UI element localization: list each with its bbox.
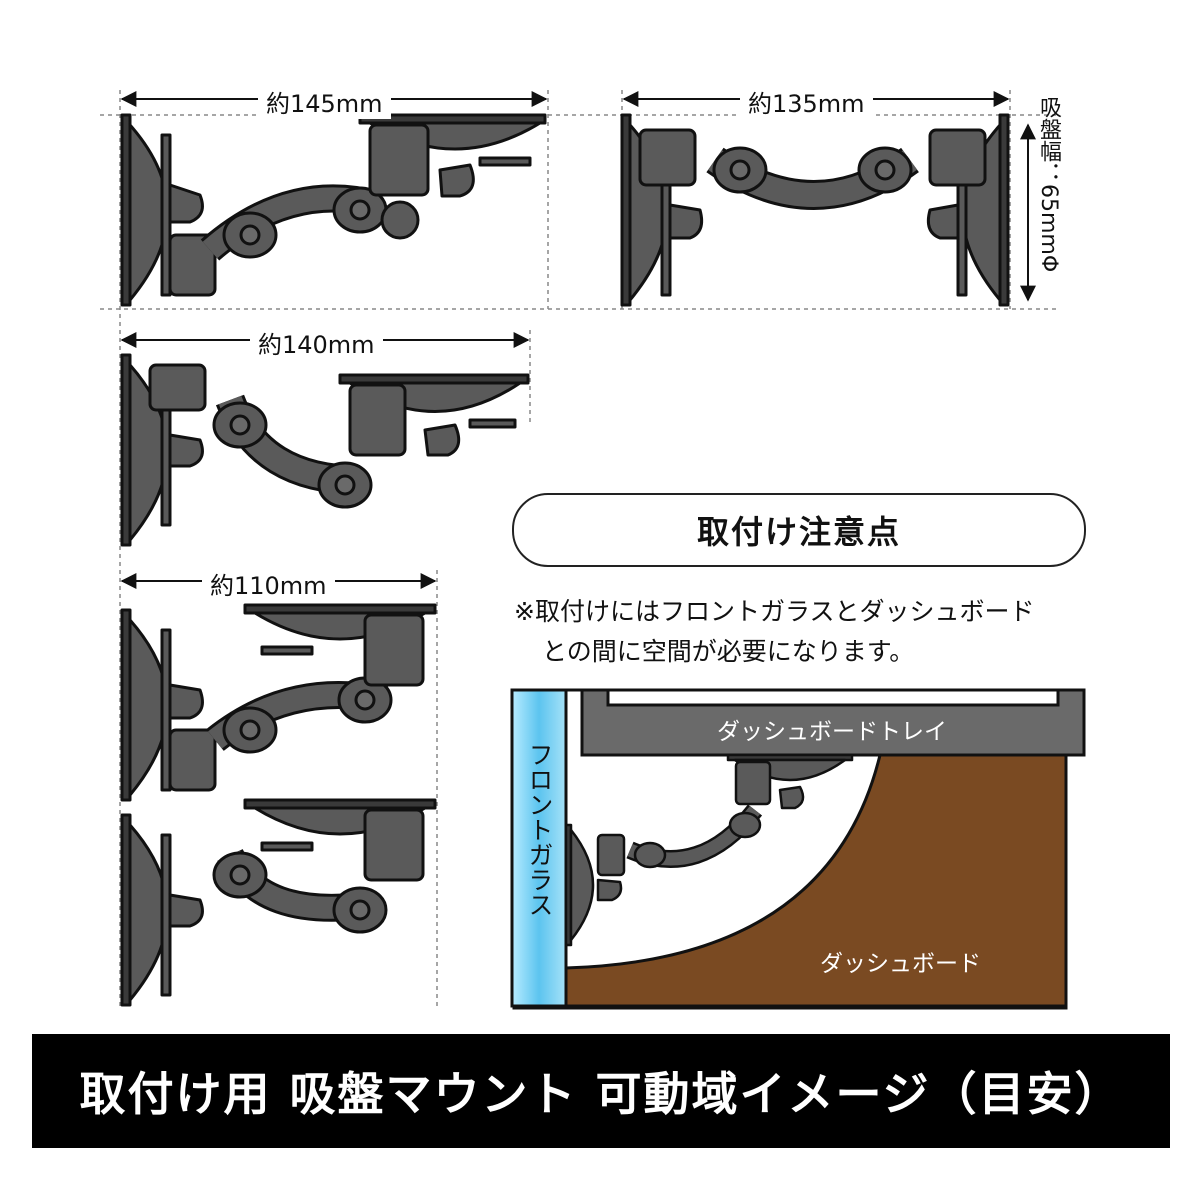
suction-width-label: 吸盤幅：65mmΦ [1036,96,1061,273]
caution-note-line2: との間に空間が必要になります。 [542,637,915,666]
front-glass-shape [510,688,568,1008]
mount-110-a [120,603,437,802]
caution-note: ※取付けにはフロントガラスとダッシュボード との間に空間が必要になります。 [514,592,1094,672]
caution-title-box: 取付け注意点 [512,493,1086,567]
front-glass-label: フロントガラス [525,742,554,917]
mount-140 [120,353,530,547]
dimension-label-110: 約110mm [202,566,335,601]
title-banner: 取付け用 吸盤マウント 可動域イメージ（目安） [32,1034,1170,1148]
dimension-label-135: 約135mm [740,84,873,119]
banner-title: 取付け用 吸盤マウント 可動域イメージ（目安） [79,1067,1123,1121]
dashboard-shape [564,753,1068,1008]
dimension-label-145: 約145mm [258,84,391,119]
dimension-label-140: 約140mm [250,325,383,360]
mount-135 [620,113,1010,307]
caution-note-line1: ※取付けにはフロントガラスとダッシュボード [514,597,1035,626]
mount-145 [120,113,547,307]
tray-label: ダッシュボードトレイ [717,719,947,745]
install-illustration [510,688,1086,1010]
mount-110-b [120,798,437,1007]
mini-mount [564,753,854,947]
dashboard-label: ダッシュボード [820,951,981,977]
caution-title: 取付け注意点 [696,513,901,551]
